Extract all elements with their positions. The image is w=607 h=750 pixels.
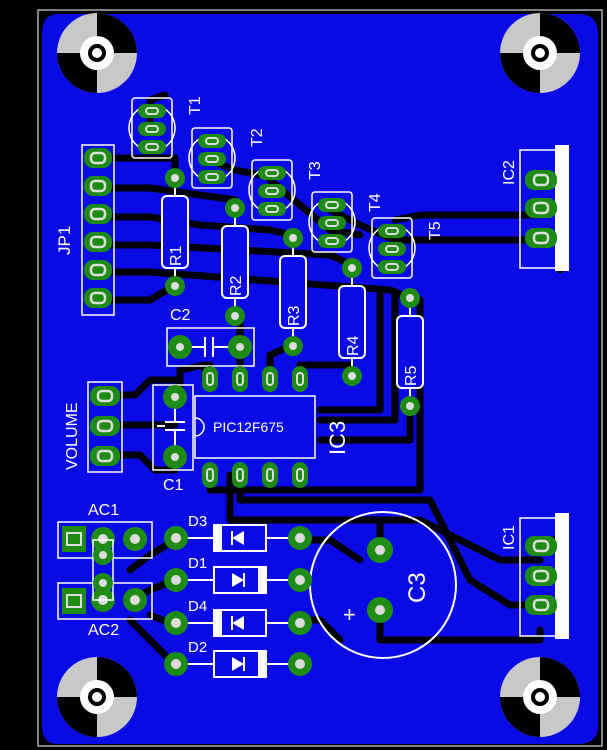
c1-label: C1 — [163, 477, 184, 494]
transistor-t2 — [188, 127, 236, 189]
ac-jumper-drill — [99, 551, 107, 559]
diode-d3 — [164, 524, 312, 552]
r3-label: R3 — [286, 305, 303, 326]
c2-label: C2 — [170, 307, 191, 324]
resistor-r5 — [396, 288, 424, 416]
transistor-t5 — [368, 217, 416, 279]
ic1-label: IC1 — [501, 525, 518, 550]
resistor-r2 — [221, 198, 249, 326]
ic3-label: IC3 — [325, 421, 350, 455]
copper-pour — [42, 14, 598, 744]
r2-label: R2 — [228, 275, 245, 296]
ic1-regulator — [519, 513, 569, 639]
resistor-r1 — [161, 168, 189, 296]
volume-connector — [87, 381, 123, 473]
ic3-part-number: PIC12F675 — [213, 419, 284, 435]
ac1-label: AC1 — [88, 502, 119, 519]
mounting-hole-top-left — [57, 13, 137, 93]
r1-label: R1 — [168, 245, 185, 266]
jp1-label: JP1 — [55, 226, 74, 255]
d1-label: D1 — [188, 555, 207, 572]
ic2-label: IC2 — [501, 160, 518, 185]
r5-label: R5 — [403, 365, 420, 386]
d2-label: D2 — [188, 639, 207, 656]
r4-label: R4 — [345, 335, 362, 356]
ic2-regulator — [519, 145, 569, 271]
ac-jumper-drill-2 — [99, 579, 107, 587]
transistor-t1 — [128, 97, 176, 159]
diode-d1 — [164, 566, 312, 594]
transistor-t4 — [308, 191, 356, 253]
c3-label: C3 — [404, 572, 431, 603]
t1-label: T1 — [187, 96, 204, 115]
diode-d4 — [164, 609, 312, 637]
t4-label: T4 — [367, 193, 384, 212]
mounting-hole-bottom-left — [57, 657, 137, 737]
transistor-t3 — [248, 159, 296, 221]
ic3-chip — [194, 366, 316, 488]
t3-label: T3 — [307, 161, 324, 180]
jp1-header — [81, 144, 115, 316]
t2-label: T2 — [249, 128, 266, 147]
board-outline — [37, 9, 603, 747]
ac2-label: AC2 — [88, 622, 119, 639]
resistor-r3 — [279, 228, 307, 356]
capacitor-c2 — [166, 327, 255, 367]
d3-label: D3 — [188, 513, 207, 530]
resistor-r4 — [338, 258, 366, 386]
mounting-hole-top-right — [500, 13, 580, 93]
mounting-hole-bottom-right — [500, 657, 580, 737]
d4-label: D4 — [188, 598, 207, 615]
ac-jumper-outline — [92, 539, 114, 601]
volume-label: VOLUME — [64, 402, 81, 470]
ac2-connector — [57, 582, 153, 620]
ac1-connector — [57, 521, 153, 559]
c3-polarity-mark: + — [343, 602, 356, 627]
t5-label: T5 — [427, 221, 444, 240]
capacitor-c1 — [152, 384, 194, 471]
diode-d2 — [164, 650, 312, 678]
